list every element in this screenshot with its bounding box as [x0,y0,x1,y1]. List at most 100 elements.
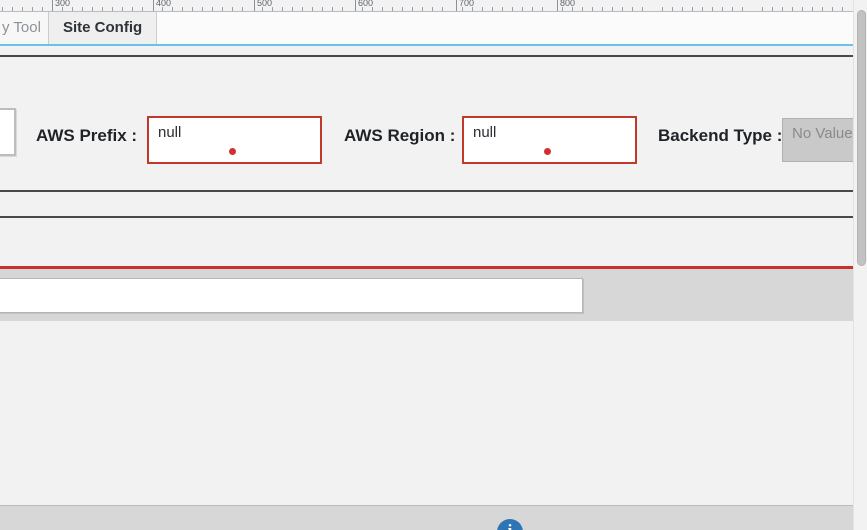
scrollbar-thumb[interactable] [857,10,866,266]
ruler-baseline [0,11,853,12]
ruler-tick-minor [782,7,783,11]
ruler-tick-minor [112,7,113,11]
ruler-label: 700 [459,0,475,8]
ruler-tick-minor [222,7,223,11]
ruler-tick-minor [682,7,683,11]
ruler-tick-major [153,0,154,11]
info-icon-glyph: i [497,521,523,530]
ruler-tick-minor [22,7,23,11]
aws-region-label: AWS Region : [344,126,456,145]
ruler-tick-minor [182,7,183,11]
backend-type-dropdown[interactable]: No Value [782,118,867,162]
ruler-tick-minor [12,7,13,11]
ruler-tick-minor [82,7,83,11]
ruler-tick-minor [692,7,693,11]
ruler-tick-minor [562,7,563,11]
ruler-label: 400 [156,0,172,8]
ruler-tick-minor [292,7,293,11]
error-rule-line [0,266,853,269]
ruler-tick-minor [302,7,303,11]
ruler-tick-minor [512,7,513,11]
ruler-tick-minor [592,7,593,11]
ruler-tick-minor [792,7,793,11]
ruler-tick-minor [492,7,493,11]
ruler-tick-minor [362,7,363,11]
ruler-tick-minor [372,7,373,11]
ruler-tick-minor [62,7,63,11]
ruler-tick-minor [662,7,663,11]
ruler-tick-minor [442,7,443,11]
tab-site-config[interactable]: Site Config [48,12,158,44]
aws-prefix-label: AWS Prefix : [36,126,138,145]
ruler-tick-minor [602,7,603,11]
ruler-label: 500 [257,0,273,8]
divider-section-1 [0,190,853,192]
ruler-tick-major [456,0,457,11]
ruler-tick-major [52,0,53,11]
ruler-tick-minor [32,7,33,11]
ruler-tick-minor [772,7,773,11]
ruler-tick-major [254,0,255,11]
ruler-tick-minor [642,7,643,11]
ruler-tick-minor [482,7,483,11]
divider-below-tabs [0,55,853,57]
ruler-tick-minor [832,7,833,11]
backend-type-label: Backend Type : [658,126,783,145]
ruler-tick-minor [282,7,283,11]
ruler-tick-minor [272,7,273,11]
ruler-tick-minor [612,7,613,11]
ruler-tick-minor [202,7,203,11]
ruler-tick-minor [742,7,743,11]
ruler-tick-minor [172,7,173,11]
ruler-tick-minor [192,7,193,11]
ruler-tick-minor [122,7,123,11]
tab-deploy-tool[interactable]: y Tool [0,12,56,44]
ruler-tick-minor [842,7,843,11]
lower-text-input[interactable] [0,278,583,313]
ruler-tick-minor [522,7,523,11]
ruler-label: 800 [560,0,576,8]
ruler-tick-minor [342,7,343,11]
aws-prefix-error-marker [229,148,236,155]
ruler-tick-minor [212,7,213,11]
ruler-tick-minor [92,7,93,11]
ruler-tick-minor [322,7,323,11]
ruler-tick-minor [262,7,263,11]
info-icon[interactable]: i [497,519,523,530]
ruler-tick-major [355,0,356,11]
ruler-tick-minor [422,7,423,11]
ruler-tick-minor [802,7,803,11]
ruler-tick-minor [462,7,463,11]
ruler-tick-minor [672,7,673,11]
divider-section-2 [0,216,853,218]
ruler-tick-minor [102,7,103,11]
ruler-tick-minor [472,7,473,11]
ruler-label: 600 [358,0,374,8]
ruler-tick-minor [42,7,43,11]
ruler-tick-minor [722,7,723,11]
ruler-tick-minor [162,7,163,11]
ruler-tick-minor [132,7,133,11]
site-config-form-row: AWS Prefix : null AWS Region : null Back… [0,58,867,188]
aws-region-input[interactable]: null [462,116,637,164]
ruler-tick-minor [732,7,733,11]
vertical-scrollbar[interactable] [853,0,867,530]
ruler-tick-minor [142,7,143,11]
ruler-tick-minor [502,7,503,11]
aws-prefix-input[interactable]: null [147,116,322,164]
ruler-tick-minor [382,7,383,11]
ruler-tick-minor [542,7,543,11]
ruler-tick-minor [242,7,243,11]
ruler-tick-minor [712,7,713,11]
ruler-tick-minor [582,7,583,11]
ruler-tick-minor [702,7,703,11]
ruler-tick-minor [632,7,633,11]
left-clipped-input[interactable] [0,108,16,156]
ruler-tick-minor [762,7,763,11]
ruler-tick-minor [432,7,433,11]
ruler-tick-minor [572,7,573,11]
aws-region-error-marker [544,148,551,155]
ruler-tick-minor [392,7,393,11]
tab-bar: y Tool Site Config [0,12,853,46]
